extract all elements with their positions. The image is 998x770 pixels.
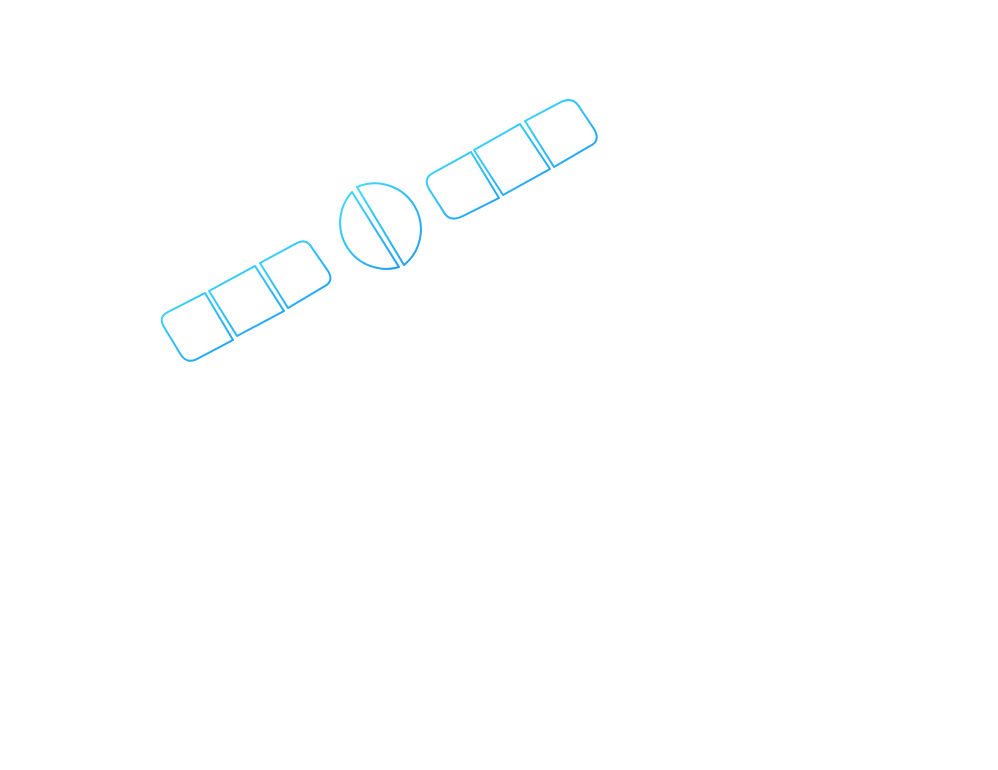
satellite-body — [339, 182, 422, 270]
left-panel-cell-3 — [259, 240, 332, 309]
right-panel-cell-2 — [473, 123, 551, 196]
left-panel-cell-1 — [160, 292, 234, 362]
right-panel-cell-3 — [524, 99, 598, 168]
right-solar-panel — [425, 99, 598, 220]
body-left-half — [339, 191, 400, 270]
left-solar-panel — [160, 240, 332, 362]
right-panel-cell-1 — [425, 151, 500, 220]
left-panel-cell-2 — [208, 265, 285, 337]
body-right-half — [356, 182, 422, 266]
